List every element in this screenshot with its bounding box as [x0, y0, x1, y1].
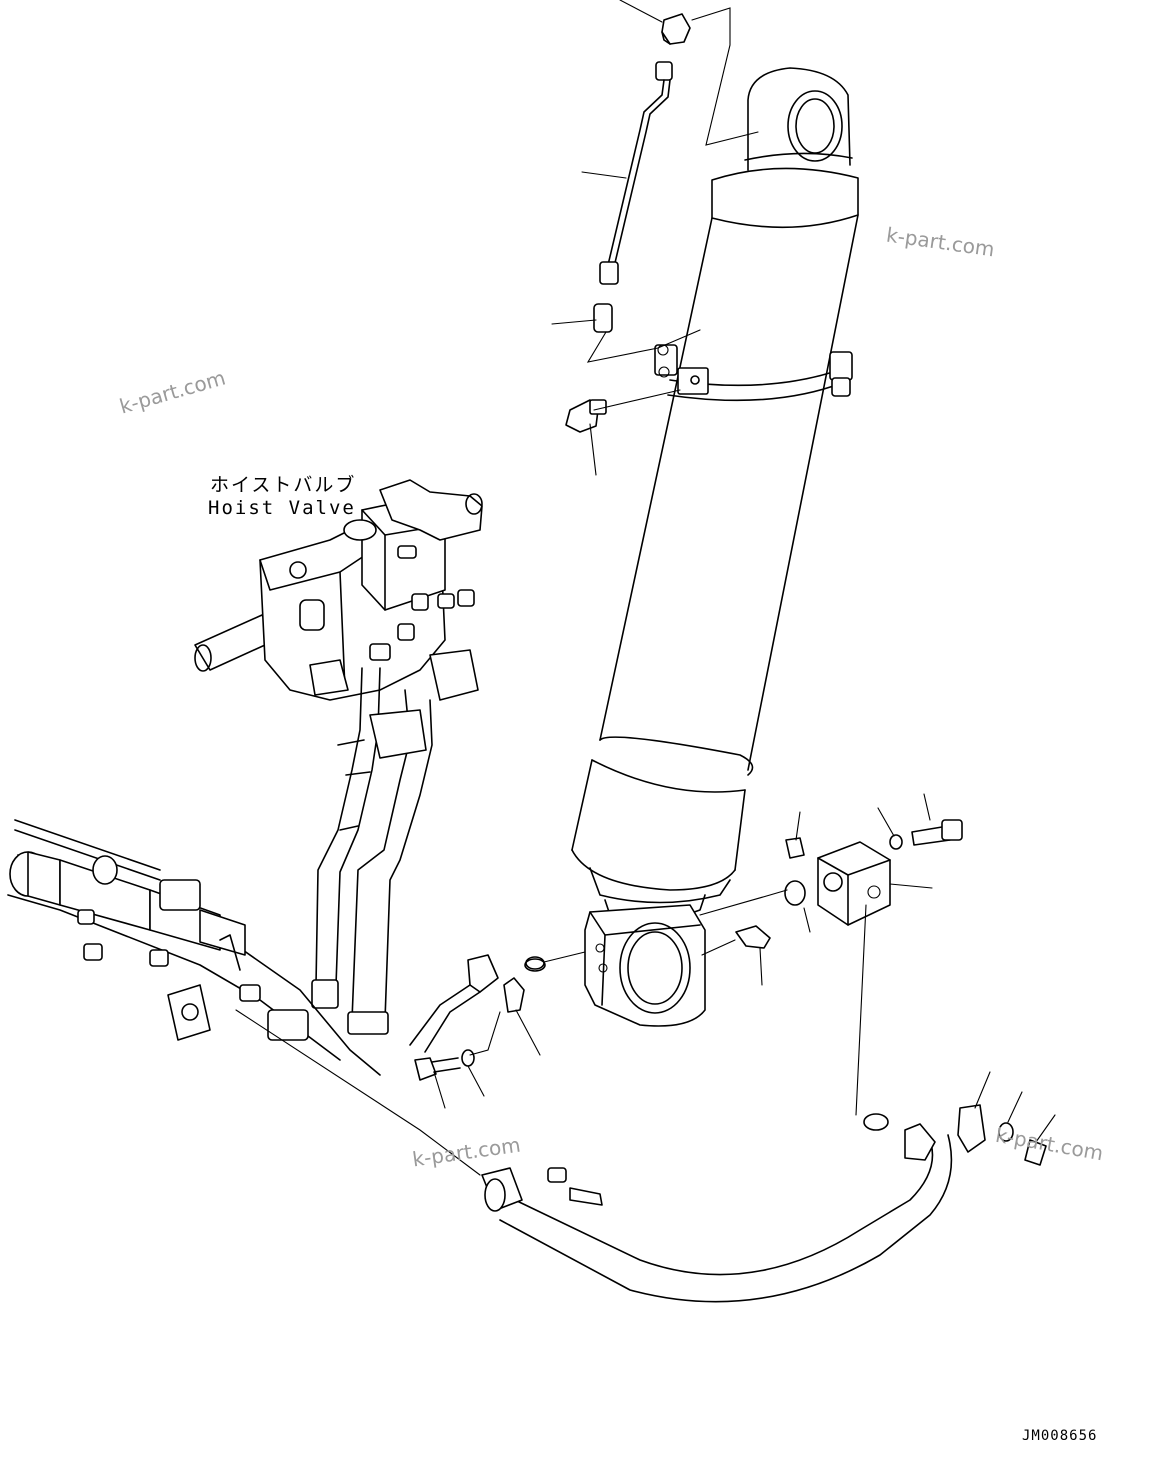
grease-tube-assembly	[565, 13, 691, 433]
leader-lines-top	[551, 0, 759, 476]
hoist-valve-label-japanese: ホイストバルブ	[210, 474, 357, 496]
leader-lines-bottom	[235, 793, 1056, 1176]
hoist-cylinder	[571, 67, 859, 1027]
hoist-valve	[194, 479, 483, 701]
frame-pipe-assembly	[7, 819, 381, 1076]
lower-hose-assembly	[409, 954, 1047, 1303]
barrel-clamp	[654, 344, 853, 397]
valve-hoses	[311, 667, 433, 1035]
split-flange-block	[525, 819, 963, 970]
drawing-code: JM008656	[1022, 1428, 1098, 1444]
hoist-valve-label-english: Hoist Valve	[208, 497, 356, 519]
